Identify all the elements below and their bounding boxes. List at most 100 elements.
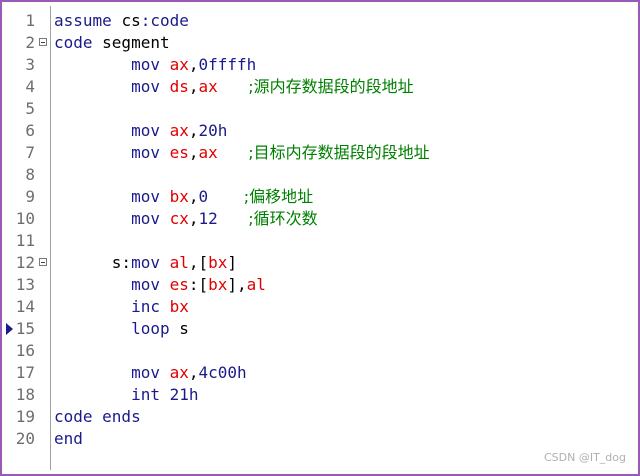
code-token: code <box>54 407 93 426</box>
line-number: 18 <box>15 385 35 404</box>
code-line[interactable]: 19 code ends <box>2 406 638 428</box>
code-line[interactable]: 15 loop s <box>2 318 638 340</box>
line-number: 6 <box>25 121 35 140</box>
code-line[interactable]: 12 s:mov al,[bx] <box>2 252 638 274</box>
code-line[interactable]: 16 <box>2 340 638 362</box>
code-line[interactable]: 2 code segment <box>2 32 638 54</box>
code-token: mov <box>54 77 170 96</box>
code-text: mov es:[bx],al <box>54 274 266 296</box>
code-token: int <box>54 385 170 404</box>
code-token: , <box>188 363 199 382</box>
line-number: 4 <box>25 77 35 96</box>
code-comment: ;循环次数 <box>217 209 318 228</box>
fold-toggle-icon[interactable] <box>39 38 47 46</box>
watermark: CSDN @IT_dog <box>543 451 626 464</box>
code-token: mov <box>54 275 170 294</box>
code-line[interactable]: 11 <box>2 230 638 252</box>
line-number: 12 <box>15 253 35 272</box>
code-token: 21h <box>169 385 199 404</box>
code-text: int 21h <box>54 384 199 406</box>
code-token: ] <box>227 253 238 272</box>
line-number: 15 <box>15 319 35 338</box>
code-token: ax <box>169 363 189 382</box>
code-token: s <box>179 319 189 338</box>
code-line[interactable]: 5 <box>2 98 638 120</box>
code-token: ax <box>198 77 218 96</box>
code-text: mov ax,20h <box>54 120 227 142</box>
code-token: s: <box>54 253 132 272</box>
code-token: mov <box>54 187 170 206</box>
code-line[interactable]: 20 end <box>2 428 638 450</box>
code-token: :code <box>140 11 189 30</box>
code-token: mov <box>54 363 170 382</box>
line-number: 5 <box>25 99 35 118</box>
code-token: loop <box>54 319 180 338</box>
code-token: 20h <box>198 121 228 140</box>
code-text: assume cs:code <box>54 10 189 32</box>
code-token: , <box>188 209 199 228</box>
code-text: inc bx <box>54 296 189 318</box>
code-text: code ends <box>54 406 141 428</box>
code-token: inc <box>54 297 170 316</box>
code-text: mov ds,ax ;源内存数据段的段地址 <box>54 76 414 98</box>
code-line[interactable]: 4 mov ds,ax ;源内存数据段的段地址 <box>2 76 638 98</box>
code-line[interactable]: 18 int 21h <box>2 384 638 406</box>
code-token: 4c00h <box>198 363 247 382</box>
line-number: 16 <box>15 341 35 360</box>
code-token: al <box>169 253 189 272</box>
code-token: ax <box>198 143 218 162</box>
code-line[interactable]: 14 inc bx <box>2 296 638 318</box>
code-token: mov <box>54 121 170 140</box>
code-token: end <box>54 429 83 448</box>
code-token: ], <box>227 275 247 294</box>
code-token: ,[ <box>188 253 209 272</box>
code-comment: ;源内存数据段的段地址 <box>217 77 414 96</box>
fold-toggle-icon[interactable] <box>39 258 47 266</box>
code-line[interactable]: 10 mov cx,12 ;循环次数 <box>2 208 638 230</box>
line-number: 9 <box>25 187 35 206</box>
code-token: , <box>188 55 199 74</box>
code-token: al <box>246 275 266 294</box>
code-text: mov bx,0 ;偏移地址 <box>54 186 313 208</box>
code-token <box>112 11 122 30</box>
code-text: s:mov al,[bx] <box>54 252 237 274</box>
code-token: cx <box>169 209 189 228</box>
code-token: ax <box>169 55 189 74</box>
code-token: ends <box>92 407 141 426</box>
code-line[interactable]: 9 mov bx,0 ;偏移地址 <box>2 186 638 208</box>
gutter-divider <box>50 6 51 470</box>
code-text: mov es,ax ;目标内存数据段的段地址 <box>54 142 430 164</box>
code-token: ax <box>169 121 189 140</box>
line-number: 2 <box>25 33 35 52</box>
code-text: end <box>54 428 83 450</box>
code-token: code <box>54 33 93 52</box>
code-token: bx <box>208 275 228 294</box>
line-number: 10 <box>15 209 35 228</box>
code-token: mov <box>54 209 170 228</box>
code-line[interactable]: 6 mov ax,20h <box>2 120 638 142</box>
code-line[interactable]: 8 <box>2 164 638 186</box>
line-number: 7 <box>25 143 35 162</box>
code-text: mov ax,4c00h <box>54 362 247 384</box>
code-token: 0ffffh <box>198 55 257 74</box>
code-line[interactable]: 13 mov es:[bx],al <box>2 274 638 296</box>
code-text: mov cx,12 ;循环次数 <box>54 208 318 230</box>
line-number: 20 <box>15 429 35 448</box>
code-line[interactable]: 7 mov es,ax ;目标内存数据段的段地址 <box>2 142 638 164</box>
code-token: mov <box>54 55 170 74</box>
line-number: 14 <box>15 297 35 316</box>
code-token: 12 <box>198 209 218 228</box>
current-line-marker-icon <box>6 323 13 335</box>
line-number: 11 <box>15 231 35 250</box>
code-token: 0 <box>198 187 209 206</box>
code-token: es <box>169 143 189 162</box>
code-token: segment <box>92 33 170 52</box>
code-line[interactable]: 17 mov ax,4c00h <box>2 362 638 384</box>
code-token: cs <box>121 11 141 30</box>
code-comment: ;目标内存数据段的段地址 <box>217 143 430 162</box>
code-text: code segment <box>54 32 170 54</box>
line-number: 19 <box>15 407 35 426</box>
code-line[interactable]: 3 mov ax,0ffffh <box>2 54 638 76</box>
